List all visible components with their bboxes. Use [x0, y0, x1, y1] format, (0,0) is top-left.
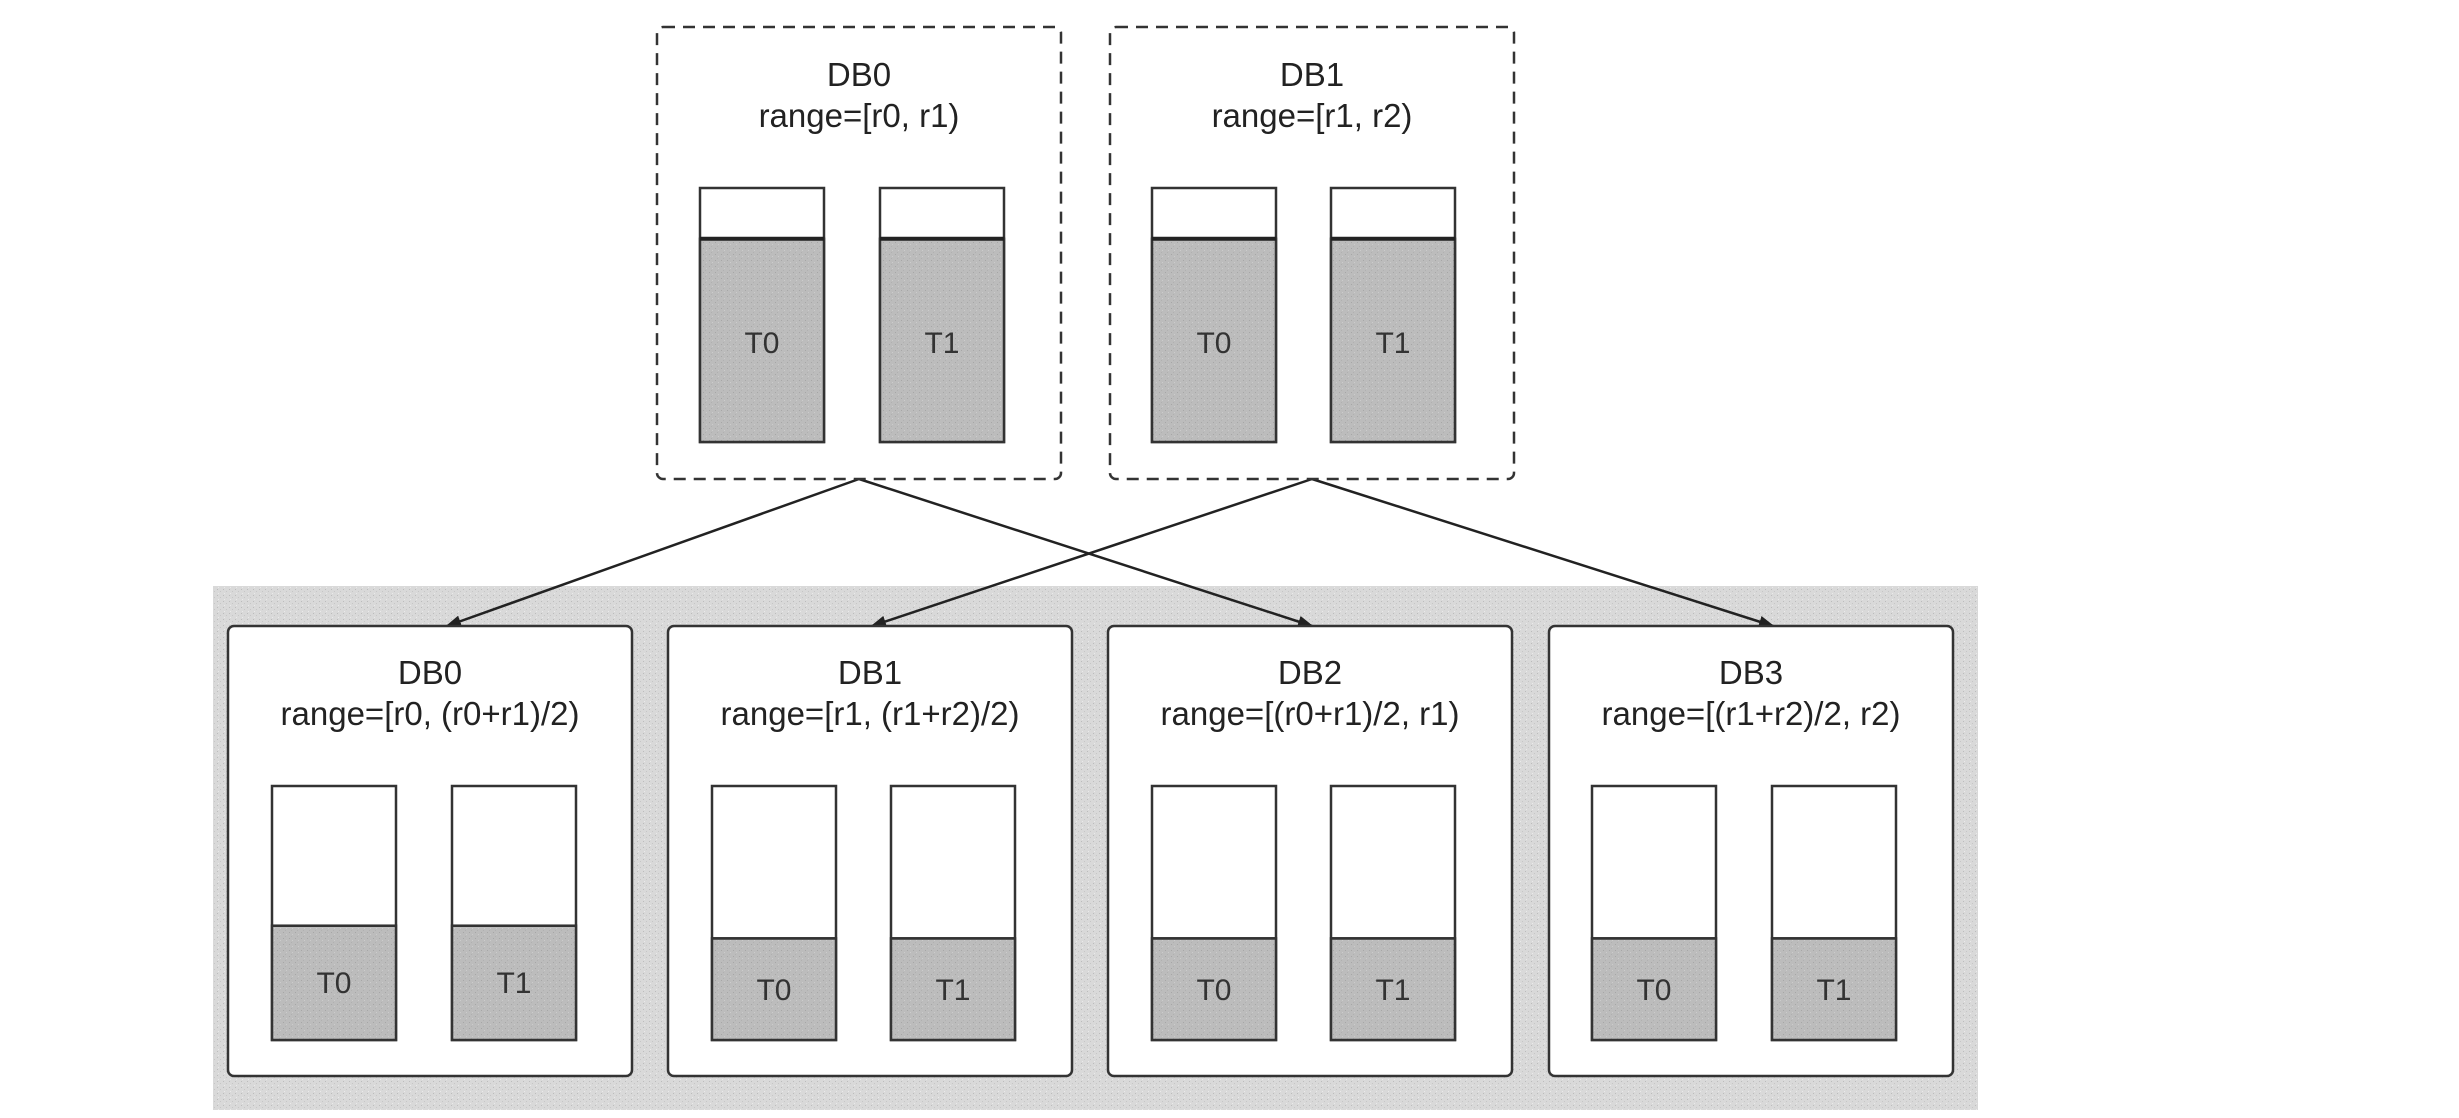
target-db1-box: DB1 range=[r1, (r1+r2)/2) T0 T1: [666, 624, 1074, 1078]
target-db2-box: DB2 range=[(r0+r1)/2, r1) T0 T1: [1106, 624, 1514, 1078]
target-db3-t0-label: T0: [1636, 974, 1671, 1007]
source-db1-t1-label: T1: [1375, 327, 1410, 360]
source-db1-table-t0: T0: [1150, 186, 1278, 444]
target-db0-table-t0: T0: [270, 784, 398, 1042]
target-db3-box: DB3 range=[(r1+r2)/2, r2) T0 T1: [1547, 624, 1955, 1078]
source-db0-table-t1: T1: [878, 186, 1006, 444]
target-db0-t0-label: T0: [316, 967, 351, 1000]
arrow-source-db1-to-target-db1: [870, 477, 1313, 628]
target-db1-range: range=[r1, (r1+r2)/2): [721, 695, 1020, 732]
source-db1-t0-label: T0: [1196, 327, 1231, 360]
target-db3-range: range=[(r1+r2)/2, r2): [1602, 695, 1901, 732]
target-db1-table-t0: T0: [710, 784, 838, 1042]
source-db0-name: DB0: [827, 56, 891, 93]
source-db0-table-t0: T0: [698, 186, 826, 444]
arrow-source-db0-to-target-db2: [858, 477, 1314, 628]
arrow-source-db1-to-target-db3: [1311, 477, 1775, 628]
target-db0-name: DB0: [398, 654, 462, 691]
source-db0-box: DB0 range=[r0, r1) T0 T1: [655, 25, 1063, 481]
target-db2-name: DB2: [1278, 654, 1342, 691]
source-db1-box: DB1 range=[r1, r2) T0 T1: [1108, 25, 1516, 481]
target-db1-table-t1: T1: [889, 784, 1017, 1042]
target-db2-t0-label: T0: [1196, 974, 1231, 1007]
target-db2-table-t1: T1: [1329, 784, 1457, 1042]
target-db3-table-t0: T0: [1590, 784, 1718, 1042]
target-db0-t1-label: T1: [496, 967, 531, 1000]
source-db0-t1-label: T1: [924, 327, 959, 360]
source-db1-table-t1: T1: [1329, 186, 1457, 444]
target-db0-range: range=[r0, (r0+r1)/2): [281, 695, 580, 732]
source-db1-name: DB1: [1280, 56, 1344, 93]
source-db1-range: range=[r1, r2): [1212, 97, 1413, 134]
target-db0-table-t1: T1: [450, 784, 578, 1042]
source-db0-t0-label: T0: [744, 327, 779, 360]
target-db2-range: range=[(r0+r1)/2, r1): [1161, 695, 1460, 732]
target-db1-t0-label: T0: [756, 974, 791, 1007]
target-db3-name: DB3: [1719, 654, 1783, 691]
target-db2-t1-label: T1: [1375, 974, 1410, 1007]
migration-arrows: [445, 477, 1775, 628]
arrow-source-db0-to-target-db0: [445, 477, 860, 628]
target-db2-table-t0: T0: [1150, 784, 1278, 1042]
target-db3-table-t1: T1: [1770, 784, 1898, 1042]
source-db0-range: range=[r0, r1): [759, 97, 960, 134]
target-db0-box: DB0 range=[r0, (r0+r1)/2) T0 T1: [226, 624, 634, 1078]
target-db1-t1-label: T1: [935, 974, 970, 1007]
target-db3-t1-label: T1: [1816, 974, 1851, 1007]
target-db1-name: DB1: [838, 654, 902, 691]
